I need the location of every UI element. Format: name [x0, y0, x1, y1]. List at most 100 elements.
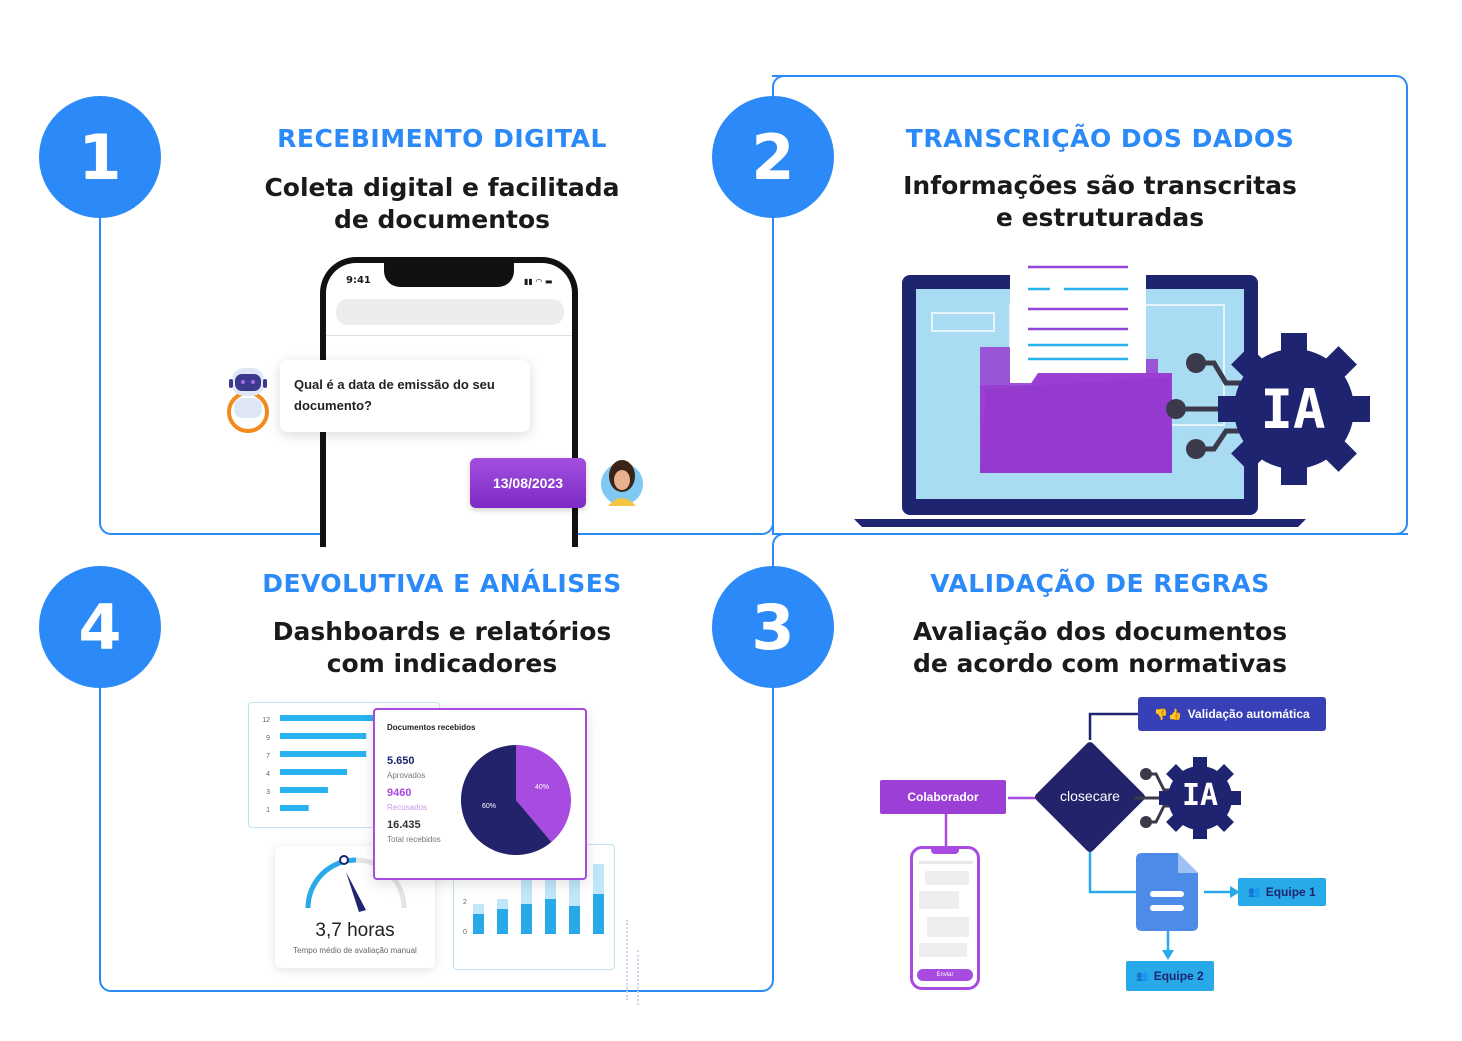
vbar-chart: 20	[463, 864, 604, 936]
team-1-badge: 👥 Equipe 1	[1238, 878, 1326, 906]
gauge-value: 3,7 horas	[315, 920, 395, 941]
refused-value: 9460	[387, 787, 412, 799]
frame-step-2-left	[772, 75, 786, 105]
pie-label-60: 60%	[482, 803, 497, 810]
phone-signal-icon: ▮▮ ◠ ▬	[524, 277, 553, 286]
step-1-subtitle: Coleta digital e facilitada de documento…	[222, 172, 662, 236]
step-2-subtitle: Informações são transcritas e estruturad…	[880, 170, 1320, 234]
phone-time: 9:41	[346, 275, 371, 286]
step-3-subtitle-line1: Avaliação dos documentos	[912, 617, 1288, 646]
hbar-bar	[280, 715, 395, 721]
step-3-subtitle: Avaliação dos documentos de acordo com n…	[870, 616, 1330, 680]
small-phone-msg-2	[919, 891, 959, 909]
vbar-tick-label: 0	[463, 929, 467, 936]
hbar-tick-label: 12	[262, 717, 270, 724]
step-4-subtitle: Dashboards e relatórios com indicadores	[222, 616, 662, 680]
ai-gear-small-icon	[1134, 757, 1241, 839]
hbar-bar	[280, 787, 328, 793]
vbar-bar-back	[569, 874, 580, 934]
frame-step-3	[772, 533, 1408, 573]
vbar-bar-front	[569, 906, 580, 934]
validation-connectors	[944, 712, 1240, 960]
hbar-bar	[280, 769, 348, 775]
vbar-bar-front	[593, 894, 604, 934]
phone-notch	[384, 263, 514, 287]
step-1-title: RECEBIMENTO DIGITAL	[277, 124, 607, 153]
team-1-label: Equipe 1	[1265, 885, 1316, 899]
hbar-tick-label: 7	[266, 753, 270, 760]
ai-gear-label: IA	[1260, 378, 1326, 441]
team-2-label: Equipe 2	[1153, 969, 1204, 983]
team-2-people-icon: 👥	[1136, 970, 1149, 982]
step-4-subtitle-line2: com indicadores	[326, 649, 558, 678]
step-2-number: 2	[712, 96, 834, 218]
small-phone-msg-3	[927, 917, 969, 937]
auto-validation-badge: 👎👍 Validação automática	[1138, 697, 1326, 731]
vbar-bar-front	[497, 909, 508, 934]
robot-avatar-icon	[227, 368, 269, 433]
step-2-subtitle-line2: e estruturadas	[995, 203, 1205, 232]
vbar-tick-label: 2	[463, 899, 467, 906]
pie-slice-40	[516, 745, 571, 842]
step-4-title: DEVOLUTIVA E ANÁLISES	[262, 569, 622, 598]
small-phone-msg-4	[919, 943, 967, 957]
step-4-number: 4	[39, 566, 161, 688]
team-1-people-icon: 👥	[1248, 886, 1261, 898]
send-button[interactable]: Enviar	[917, 969, 973, 981]
step-3-number: 3	[712, 566, 834, 688]
document-icon	[1136, 853, 1198, 931]
small-phone: Enviar	[910, 846, 980, 990]
vbar-bar-front	[473, 914, 484, 934]
send-button-label: Enviar	[936, 972, 954, 978]
vbar-bar-front	[545, 899, 556, 934]
bot-question-bubble: Qual é a data de emissão do seu document…	[280, 360, 530, 432]
hbar-bar	[280, 805, 309, 811]
phone-divider	[326, 335, 572, 336]
small-phone-notch	[931, 849, 959, 854]
frame-step-2-leftbottom	[772, 210, 774, 535]
approved-value: 5.650	[387, 755, 415, 767]
step-2-title: TRANSCRIÇÃO DOS DADOS	[905, 124, 1295, 153]
user-avatar-icon	[599, 460, 645, 507]
step-3-subtitle-line2: de acordo com normativas	[912, 649, 1288, 678]
laptop-illustration	[854, 255, 1370, 527]
dotted-decoration	[626, 920, 629, 1000]
step-1-number: 1	[39, 96, 161, 218]
hbar-tick-label: 9	[266, 735, 270, 742]
hbar-tick-label: 4	[266, 771, 270, 778]
step-3-title: VALIDAÇÃO DE REGRAS	[930, 569, 1270, 598]
phone-search-bar[interactable]	[336, 299, 564, 325]
small-phone-line-1	[919, 861, 973, 864]
hbar-bar	[280, 751, 367, 757]
ai-gear-small-label: IA	[1181, 778, 1219, 813]
user-answer-bubble: 13/08/2023	[470, 458, 586, 508]
total-value: 16.435	[387, 819, 421, 831]
hbar-tick-label: 3	[266, 789, 270, 796]
team-2-badge: 👥 Equipe 2	[1126, 961, 1214, 991]
hbar-chart: 12 9 7 4 3 1	[262, 715, 395, 814]
bot-question-text: Qual é a data de emissão do seu document…	[294, 377, 495, 413]
small-phone-msg-1	[925, 871, 969, 885]
collaborator-label: Colaborador	[907, 790, 979, 804]
documents-pie-chart	[460, 745, 571, 855]
step-4-subtitle-line1: Dashboards e relatórios	[272, 617, 612, 646]
gauge-caption: Tempo médio de avaliação manual	[293, 946, 417, 955]
refused-label: Recusados	[387, 803, 428, 812]
pie-label-40: 40%	[535, 784, 550, 791]
collaborator-badge: Colaborador	[880, 780, 1006, 814]
step-2-subtitle-line1: Informações são transcritas	[903, 171, 1297, 200]
hbar-bar	[280, 733, 367, 739]
step-1-subtitle-line1: Coleta digital e facilitada	[264, 173, 620, 202]
pie-slice-60	[460, 745, 552, 855]
dotted-decoration-2	[637, 950, 640, 1005]
vbar-bar-front	[521, 904, 532, 934]
total-label: Total recebidos	[387, 835, 441, 844]
user-answer-text: 13/08/2023	[492, 475, 564, 491]
auto-validation-label: Validação automática	[1187, 707, 1310, 721]
hbar-tick-label: 1	[266, 807, 270, 814]
closecare-brand: closecare	[1060, 788, 1120, 804]
step-1-subtitle-line2: de documentos	[333, 205, 551, 234]
frame-step-4	[99, 685, 774, 992]
documents-card-title: Documentos recebidos	[387, 723, 476, 732]
thumbs-icon: 👎👍	[1154, 707, 1182, 721]
